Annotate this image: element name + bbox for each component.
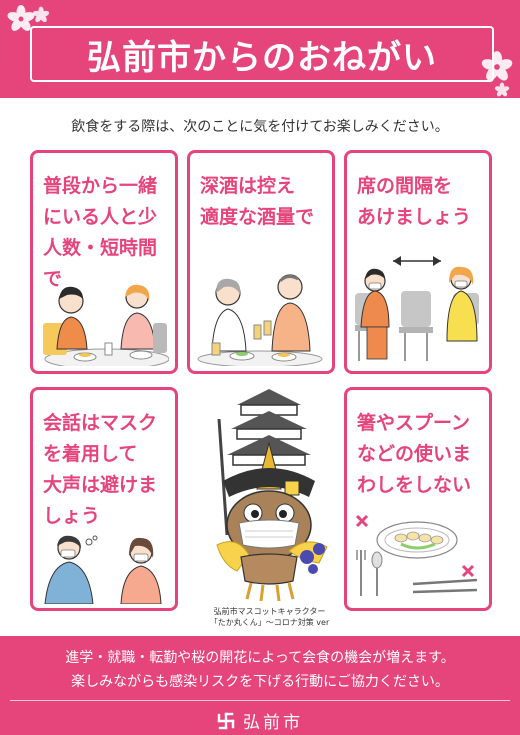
x-mark-icon <box>355 514 369 528</box>
drinking-people-illustration <box>197 274 323 366</box>
card-text: 会話はマスク を着用して 大声は避けま しょう <box>43 408 157 532</box>
utensils-illustration <box>355 514 478 596</box>
card-line: を着用して <box>43 443 138 465</box>
card-mask-conversation: 会話はマスク を着用して 大声は避けま しょう <box>30 387 178 611</box>
card-line: 適度な酒量で <box>200 206 315 228</box>
x-mark-icon <box>461 564 475 578</box>
card-line: あけましょう <box>357 206 472 228</box>
card-line: 普段から一緒 <box>43 175 158 197</box>
city-name: 弘前市 <box>243 713 303 733</box>
city-logo: 弘前市 <box>0 708 520 733</box>
card-text: 席の間隔を あけましょう <box>357 171 471 233</box>
card-line: にいる人と少 <box>43 206 158 228</box>
card-line: などの使いま <box>357 443 472 465</box>
mascot-caption-line: 「たか丸くん」～コロナ対策 ver <box>209 618 330 627</box>
double-arrow-icon <box>393 256 441 266</box>
mascot-caption: 弘前市マスコットキャラクター 「たか丸くん」～コロナ対策 ver <box>197 606 342 628</box>
card-line: 会話はマスク <box>43 412 158 434</box>
intro-text: 飲食をする際は、次のことに気を付けてお楽しみください。 <box>71 119 449 135</box>
seat-spacing-illustration <box>355 256 479 361</box>
card-text: 普段から一緒 にいる人と少 人数・短時間で <box>43 171 175 295</box>
masked-conversation-illustration <box>44 535 162 604</box>
sakura-icon <box>32 6 50 23</box>
card-text: 箸やスプーン などの使いま わしをしない <box>357 408 471 501</box>
manji-emblem-icon <box>217 712 235 729</box>
footer-divider <box>10 700 510 701</box>
card-line: 席の間隔を <box>357 175 453 197</box>
card-line: 深酒は控え <box>200 175 296 197</box>
footer-band: 進学・就職・転勤や桜の開花によって会食の機会が増えます。 楽しみながらも感染リス… <box>0 636 520 735</box>
header-band: 弘前市からのおねがい <box>0 0 520 98</box>
footer-message-line: 楽しみながらも感染リスクを下げる行動にご協力ください。 <box>71 674 449 690</box>
card-line: 大声は避けま <box>43 474 158 496</box>
card-line: 箸やスプーン <box>357 412 471 434</box>
mascot-caption-line: 弘前市マスコットキャラクター <box>213 607 326 616</box>
card-small-group: 普段から一緒 にいる人と少 人数・短時間で <box>30 150 178 374</box>
page-title: 弘前市からのおねがい <box>87 37 437 78</box>
card-seat-spacing: 席の間隔を あけましょう <box>344 150 492 374</box>
title-frame: 弘前市からのおねがい <box>30 26 494 82</box>
takamaru-mascot-illustration <box>216 389 328 602</box>
card-line: しょう <box>43 505 101 527</box>
card-text: 深酒は控え 適度な酒量で <box>200 171 314 233</box>
card-moderate-drinking: 深酒は控え 適度な酒量で <box>187 150 335 374</box>
sakura-icon <box>494 82 510 97</box>
dining-people-illustration <box>43 284 169 366</box>
footer-message: 進学・就職・転勤や桜の開花によって会食の機会が増えます。 楽しみながらも感染リス… <box>0 646 520 694</box>
card-no-sharing-utensils: 箸やスプーン などの使いま わしをしない <box>344 387 492 611</box>
footer-message-line: 進学・就職・転勤や桜の開花によって会食の機会が増えます。 <box>65 650 455 666</box>
card-line: 人数・短時間で <box>43 237 158 290</box>
card-line: わしをしない <box>357 474 472 496</box>
sakura-icon <box>7 5 35 31</box>
